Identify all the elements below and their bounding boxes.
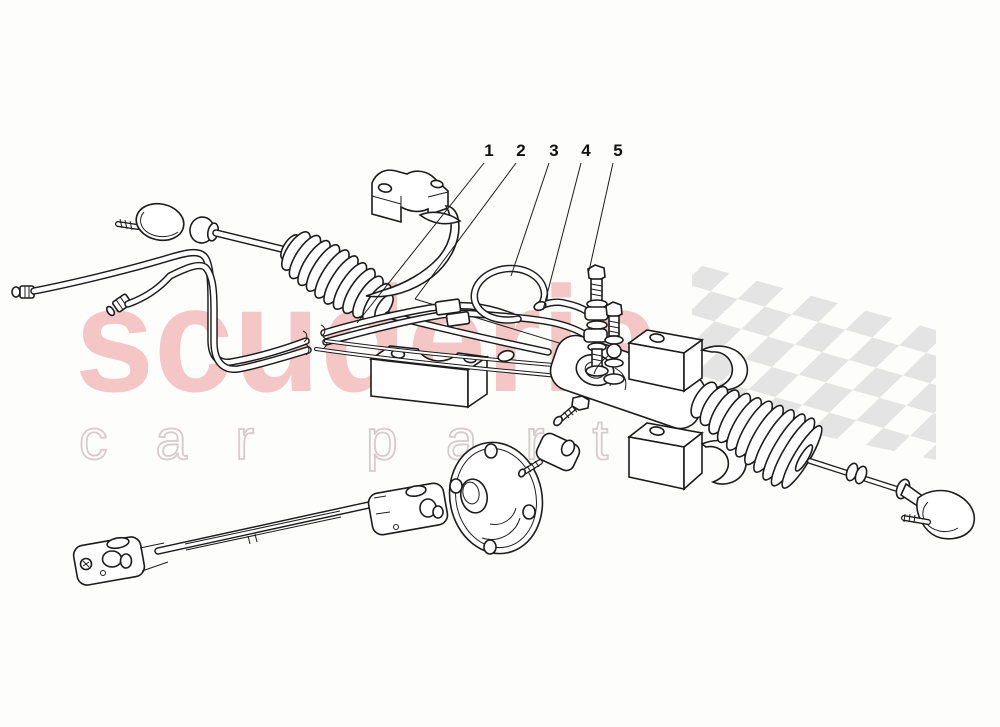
banjo-bolt-stack-a [583,264,609,377]
callout-leader-line-2 [414,162,517,300]
pinion-coupler [517,432,581,478]
callout-labels: 1 2 3 4 5 [484,141,622,160]
banjo-bolt-stack-b [593,301,625,385]
tie-rod-right [807,458,976,540]
callout-leader-line-1 [356,162,485,324]
hose-break-marks [302,324,328,356]
hose-fitting-left-1 [11,285,35,299]
callout-leader-line-3 [510,162,550,277]
callout-label-5: 5 [613,141,622,160]
universal-joint-right [367,482,449,536]
callout-label-2: 2 [516,141,525,160]
hydraulic-hoses [11,248,590,373]
clamp-top [365,169,462,298]
watermark-tagline-text: car parts [79,408,733,472]
bellows-right [690,381,823,489]
column-shaft [72,482,449,586]
callout-leader-line-4 [542,162,582,311]
clamp-right-upper [627,329,749,393]
callout-label-1: 1 [484,141,493,160]
hose-fitting-left-2 [105,293,133,317]
callout-leader-lines [356,162,614,324]
callout-label-3: 3 [549,141,558,160]
clamp-right-lower [627,422,747,491]
hose-loop [470,264,592,324]
tie-rod-left [115,202,298,256]
universal-joint-left [72,536,169,586]
flange-disc [448,441,544,555]
callout-label-4: 4 [581,141,591,160]
illustration: 1 2 3 4 5 [11,141,976,586]
callout-leader-line-5 [588,162,614,272]
